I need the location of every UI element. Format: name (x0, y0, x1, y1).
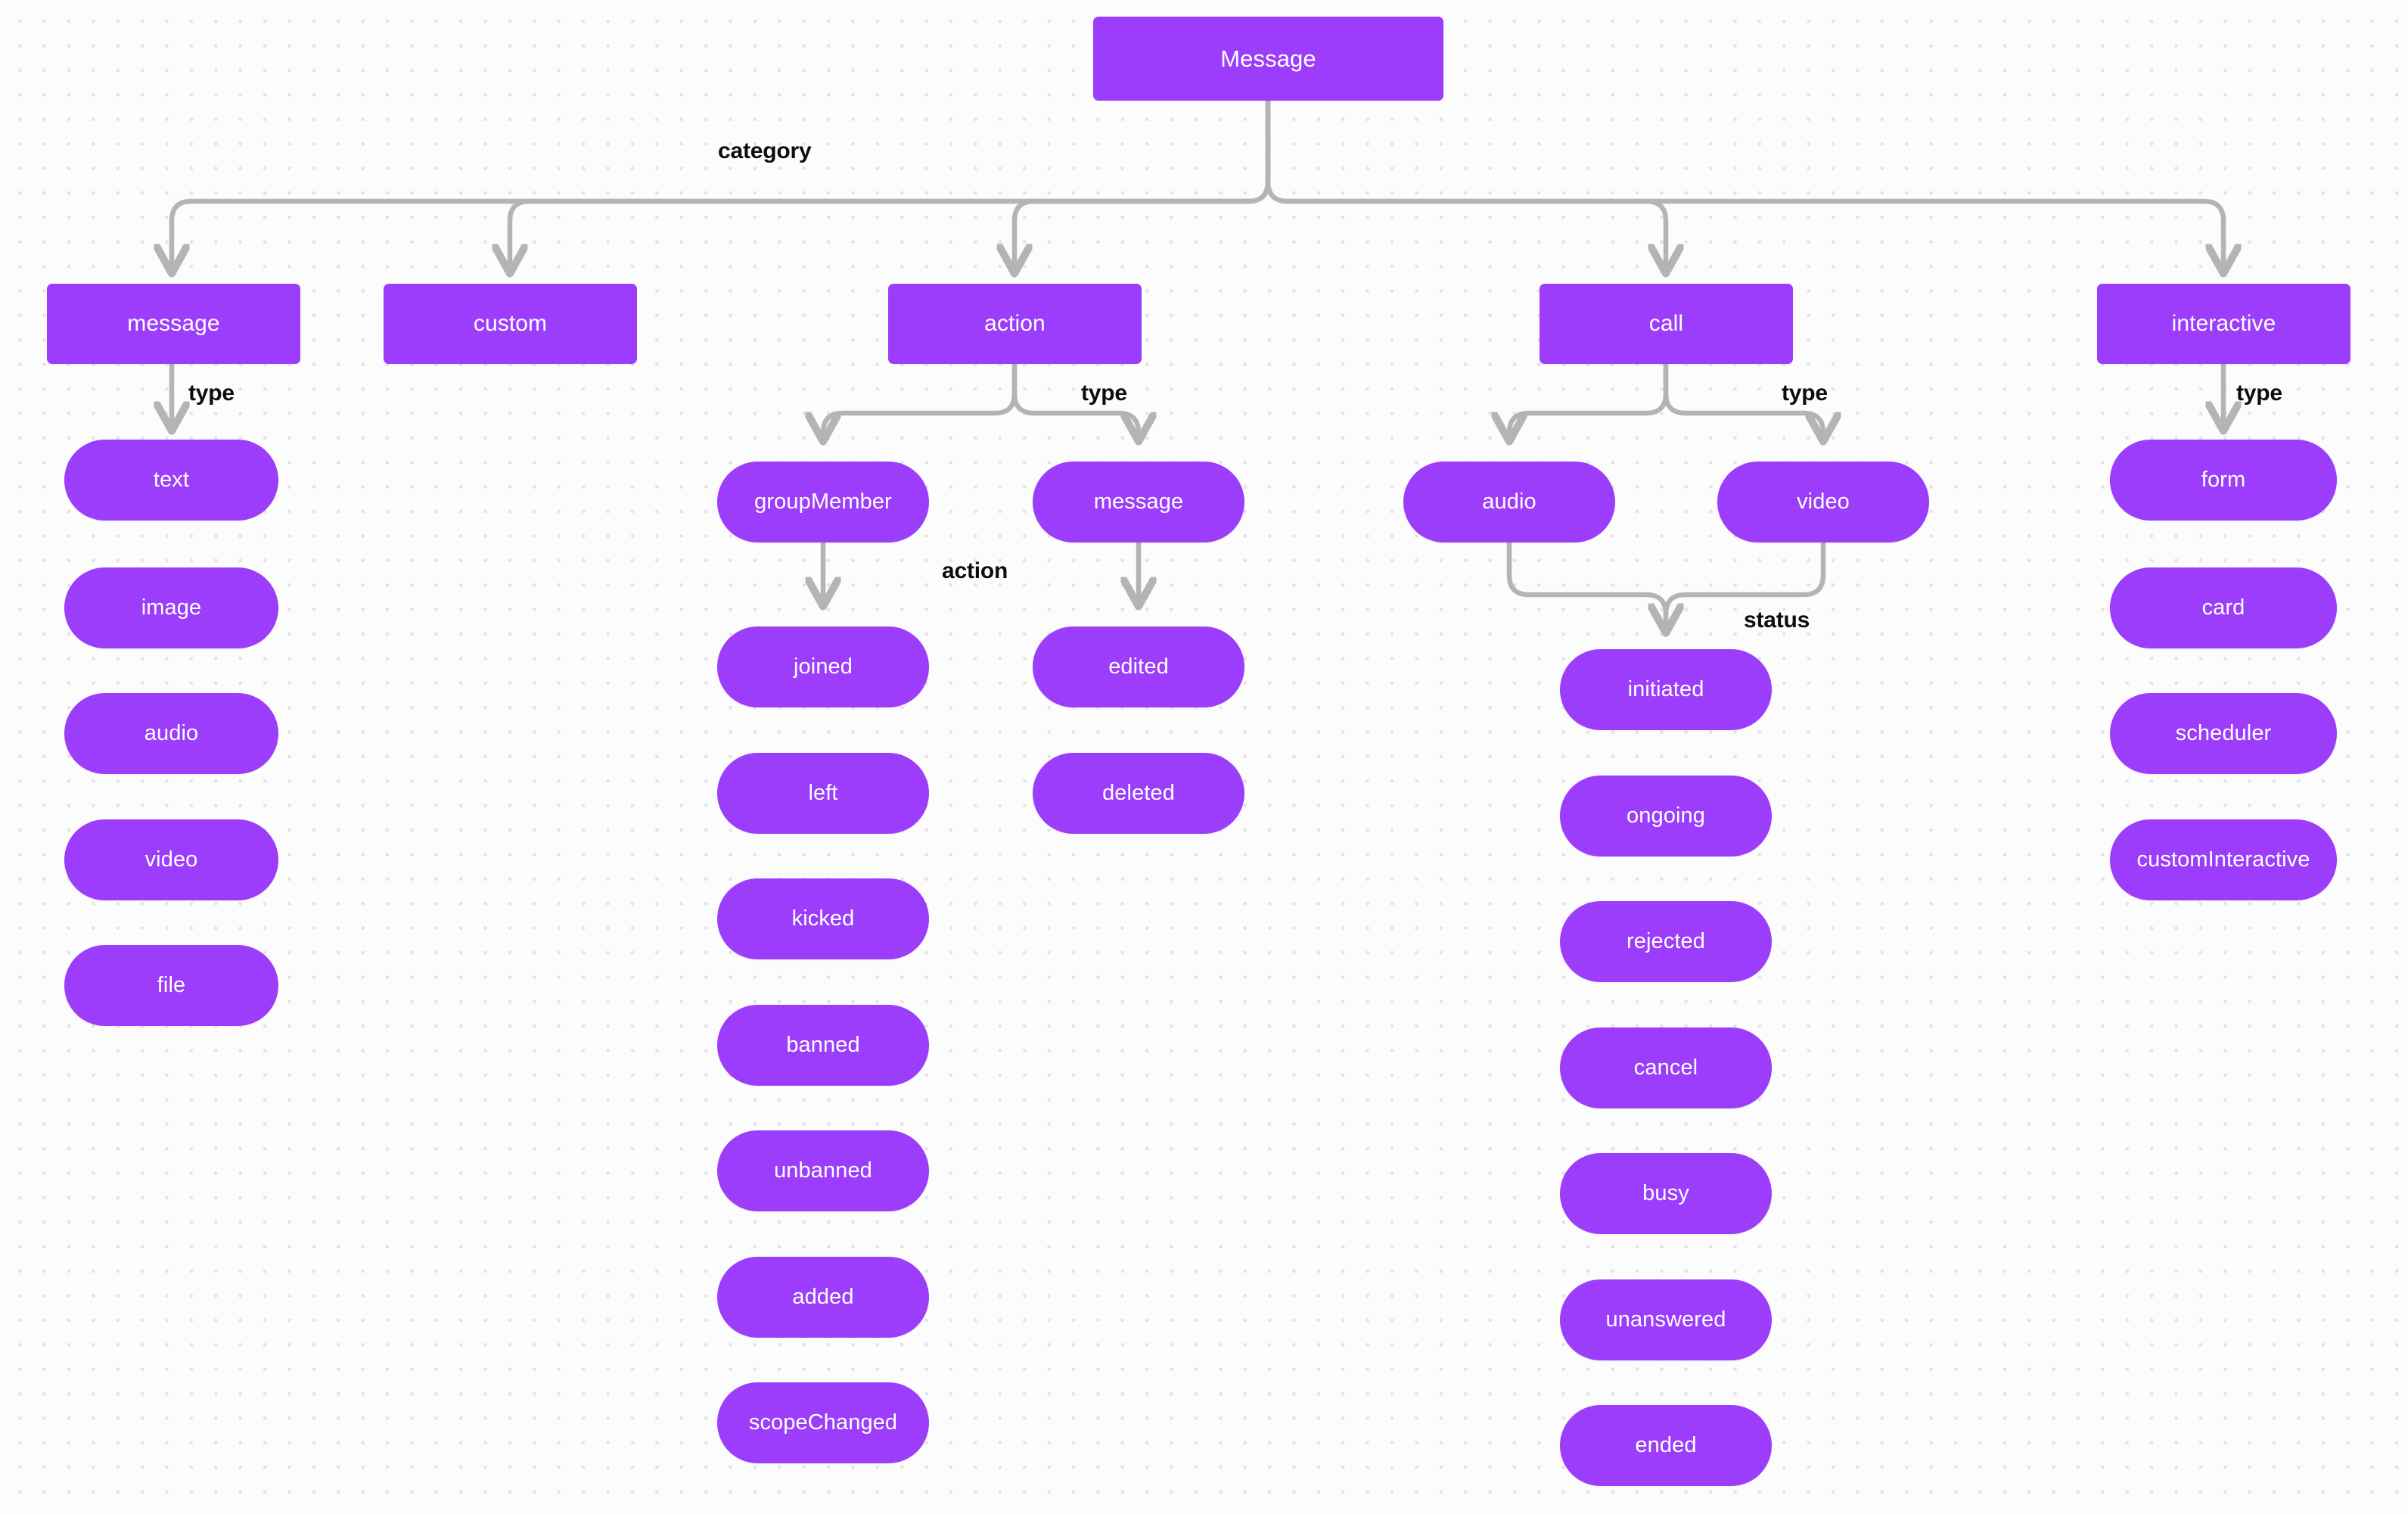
node-label: custom (473, 311, 548, 336)
node-label: rejected (1627, 929, 1705, 953)
edge-message-to-call (1265, 98, 1666, 272)
edge-message-to-action (1014, 98, 1271, 272)
node-label: added (792, 1285, 854, 1309)
node-interactive-type-scheduler[interactable]: scheduler (2110, 693, 2337, 774)
node-message-type-audio[interactable]: audio (64, 693, 278, 774)
node-interactive-type-form[interactable]: form (2110, 440, 2337, 521)
node-category-message[interactable]: message (47, 284, 300, 364)
node-label: video (144, 847, 198, 872)
node-interactive-type-card[interactable]: card (2110, 567, 2337, 648)
edge-action-to-groupmember (823, 361, 1018, 440)
node-call-status-ongoing[interactable]: ongoing (1560, 776, 1772, 856)
node-label: audio (144, 721, 199, 745)
node-label: form (2201, 468, 2246, 492)
edge-label-category: category (718, 138, 812, 163)
node-label: kicked (791, 906, 855, 931)
node-label: scopeChanged (748, 1410, 898, 1435)
node-groupmember-action-kicked[interactable]: kicked (717, 878, 929, 959)
node-category-custom[interactable]: custom (384, 284, 637, 364)
edge-label-action-action: action (942, 558, 1008, 583)
node-call-status-initiated[interactable]: initiated (1560, 649, 1772, 730)
node-message-action-edited[interactable]: edited (1033, 626, 1244, 707)
node-label: cancel (1633, 1055, 1698, 1080)
node-groupmember-action-unbanned[interactable]: unbanned (717, 1130, 929, 1211)
node-label: joined (794, 654, 853, 679)
node-label: unanswered (1605, 1307, 1726, 1332)
node-label: Message (1220, 45, 1316, 72)
node-call-type-video[interactable]: video (1717, 462, 1929, 542)
node-label: text (153, 468, 190, 492)
node-label: image (141, 595, 202, 620)
edge-label-action-type: type (1081, 381, 1127, 406)
node-label: scheduler (2175, 721, 2272, 745)
node-groupmember-action-joined[interactable]: joined (717, 626, 929, 707)
node-message-type-text[interactable]: text (64, 440, 278, 521)
edge-message-to-custom (510, 98, 1271, 272)
node-label: initiated (1627, 677, 1704, 701)
edge-label-interactive-type: type (2236, 381, 2282, 406)
node-call-status-cancel[interactable]: cancel (1560, 1027, 1772, 1108)
node-interactive-type-custominteractive[interactable]: customInteractive (2110, 819, 2337, 900)
node-label: video (1797, 490, 1850, 514)
node-label: unbanned (774, 1158, 872, 1183)
node-category-action[interactable]: action (888, 284, 1142, 364)
node-label: card (2201, 595, 2245, 620)
node-message-type-image[interactable]: image (64, 567, 278, 648)
node-root-message[interactable]: Message (1093, 17, 1443, 101)
node-label: ongoing (1627, 804, 1705, 828)
node-label: message (127, 311, 220, 336)
node-groupmember-action-left[interactable]: left (717, 753, 929, 834)
node-message-type-video[interactable]: video (64, 819, 278, 900)
node-category-call[interactable]: call (1540, 284, 1793, 364)
node-label: audio (1482, 490, 1536, 514)
edge-message-to-message (172, 98, 1271, 272)
node-label: left (808, 781, 838, 805)
node-action-type-groupmember[interactable]: groupMember (717, 462, 929, 542)
node-action-type-message[interactable]: message (1033, 462, 1244, 542)
edge-label-message-type: type (188, 381, 235, 406)
node-message-type-file[interactable]: file (64, 945, 278, 1026)
node-label: groupMember (754, 490, 892, 514)
node-label: edited (1108, 654, 1169, 679)
node-label: ended (1635, 1433, 1697, 1457)
node-label: action (984, 311, 1046, 336)
node-groupmember-action-added[interactable]: added (717, 1257, 929, 1338)
edge-label-call-status: status (1744, 608, 1810, 633)
node-groupmember-action-scopechanged[interactable]: scopeChanged (717, 1382, 929, 1463)
node-label: customInteractive (2136, 847, 2310, 872)
edge-call-to-audio-hidden (772, 364, 1666, 413)
node-label: interactive (2171, 311, 2276, 336)
edge-message-to-interactive (1265, 98, 2223, 272)
node-label: busy (1642, 1181, 1689, 1205)
node-call-status-ended[interactable]: ended (1560, 1405, 1772, 1486)
node-label: file (157, 973, 186, 997)
edge-label-call-type: type (1782, 381, 1828, 406)
node-label: deleted (1102, 781, 1175, 805)
node-label: message (1093, 490, 1184, 514)
node-call-status-busy[interactable]: busy (1560, 1153, 1772, 1234)
edge-call-to-audio (1509, 361, 1669, 440)
node-label: call (1648, 311, 1684, 336)
node-groupmember-action-banned[interactable]: banned (717, 1005, 929, 1086)
node-call-type-audio[interactable]: audio (1403, 462, 1615, 542)
node-category-interactive[interactable]: interactive (2097, 284, 2351, 364)
node-message-action-deleted[interactable]: deleted (1033, 753, 1244, 834)
node-call-status-rejected[interactable]: rejected (1560, 901, 1772, 982)
edge-audio-to-initiated (1506, 529, 1666, 632)
node-call-status-unanswered[interactable]: unanswered (1560, 1279, 1772, 1360)
node-label: banned (786, 1033, 860, 1057)
